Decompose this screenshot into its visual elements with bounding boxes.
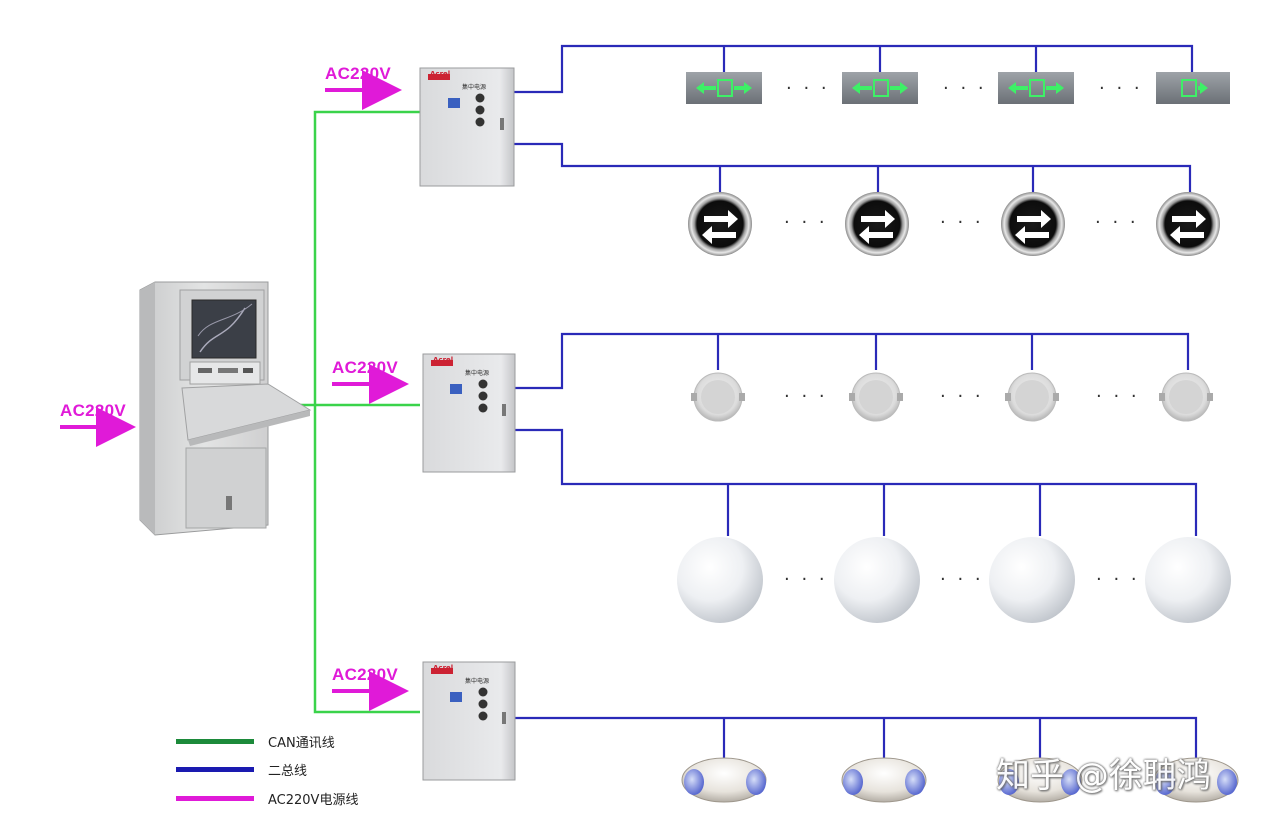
ellipsis: · · · <box>943 78 987 99</box>
ellipsis: · · · <box>1096 386 1140 407</box>
legend-swatch-power <box>176 795 254 801</box>
ellipsis: · · · <box>940 569 984 590</box>
globe-light <box>677 537 763 623</box>
legend-swatch-bus <box>176 766 254 772</box>
legend-label-bus: 二总线 <box>268 763 308 779</box>
legend-swatch-can <box>176 738 254 744</box>
globe-light <box>1145 537 1231 623</box>
legend-item-power: AC220V电源线 <box>176 788 358 808</box>
floor-sign-row <box>688 192 1220 256</box>
downlight <box>1005 372 1059 422</box>
cabinet2-power-label: AC220V <box>332 358 399 377</box>
cabinet-3 <box>422 661 516 781</box>
cabinet1-power-label: AC220V <box>325 64 392 83</box>
cabinet-2 <box>422 353 516 473</box>
ellipsis: · · · <box>1096 569 1140 590</box>
globe-light <box>834 537 920 623</box>
watermark: 知乎 @徐聃鸿 <box>996 756 1211 796</box>
legend-item-can: CAN通讯线 <box>176 731 335 751</box>
ellipsis: · · · <box>1095 212 1139 233</box>
power-arrows <box>60 70 409 711</box>
globe-light-row <box>677 537 1231 623</box>
exit-sign <box>842 72 918 104</box>
downlight <box>1159 372 1213 422</box>
ellipsis: · · · <box>940 386 984 407</box>
downlight <box>849 372 903 422</box>
exit-sign <box>1156 72 1230 104</box>
twin-head-emergency-light <box>681 757 767 803</box>
ellipsis: · · · <box>784 386 828 407</box>
cabinet1-title: 集中电源 <box>462 84 487 91</box>
twin-head-emergency-light <box>997 757 1083 803</box>
globe-light <box>989 537 1075 623</box>
exit-sign <box>686 72 762 104</box>
cabinet3-title: 集中电源 <box>465 678 490 685</box>
legend-label-power: AC220V电源线 <box>268 792 359 808</box>
main-power-label: AC220V <box>60 401 127 420</box>
cabinet-1 <box>419 67 515 187</box>
cabinet1-brand: Acrel <box>430 70 451 78</box>
cabinet2-brand: Acrel <box>433 356 454 364</box>
ellipsis: · · · <box>786 78 830 99</box>
ellipsis: · · · <box>940 212 984 233</box>
cabinet2-title: 集中电源 <box>465 370 490 377</box>
downlight <box>691 372 745 422</box>
ellipsis: · · · <box>1099 78 1143 99</box>
legend-label-can: CAN通讯线 <box>268 735 335 751</box>
ellipsis: · · · <box>784 569 828 590</box>
cabinet3-power-label: AC220V <box>332 665 399 684</box>
floor-indicator-sign <box>1001 192 1065 256</box>
twin-head-light-row <box>681 757 1239 803</box>
twin-head-emergency-light <box>1153 757 1239 803</box>
monitoring-host-console <box>139 281 312 536</box>
exit-sign-row <box>686 72 1230 104</box>
floor-indicator-sign <box>1156 192 1220 256</box>
cabinet3-brand: Acrel <box>433 664 454 672</box>
exit-sign <box>998 72 1074 104</box>
legend-item-bus: 二总线 <box>176 759 307 779</box>
two-wire-bus-lines <box>514 44 1198 760</box>
floor-indicator-sign <box>845 192 909 256</box>
floor-indicator-sign <box>688 192 752 256</box>
downlight-row <box>691 372 1213 422</box>
ellipsis: · · · <box>784 212 828 233</box>
twin-head-emergency-light <box>841 757 927 803</box>
